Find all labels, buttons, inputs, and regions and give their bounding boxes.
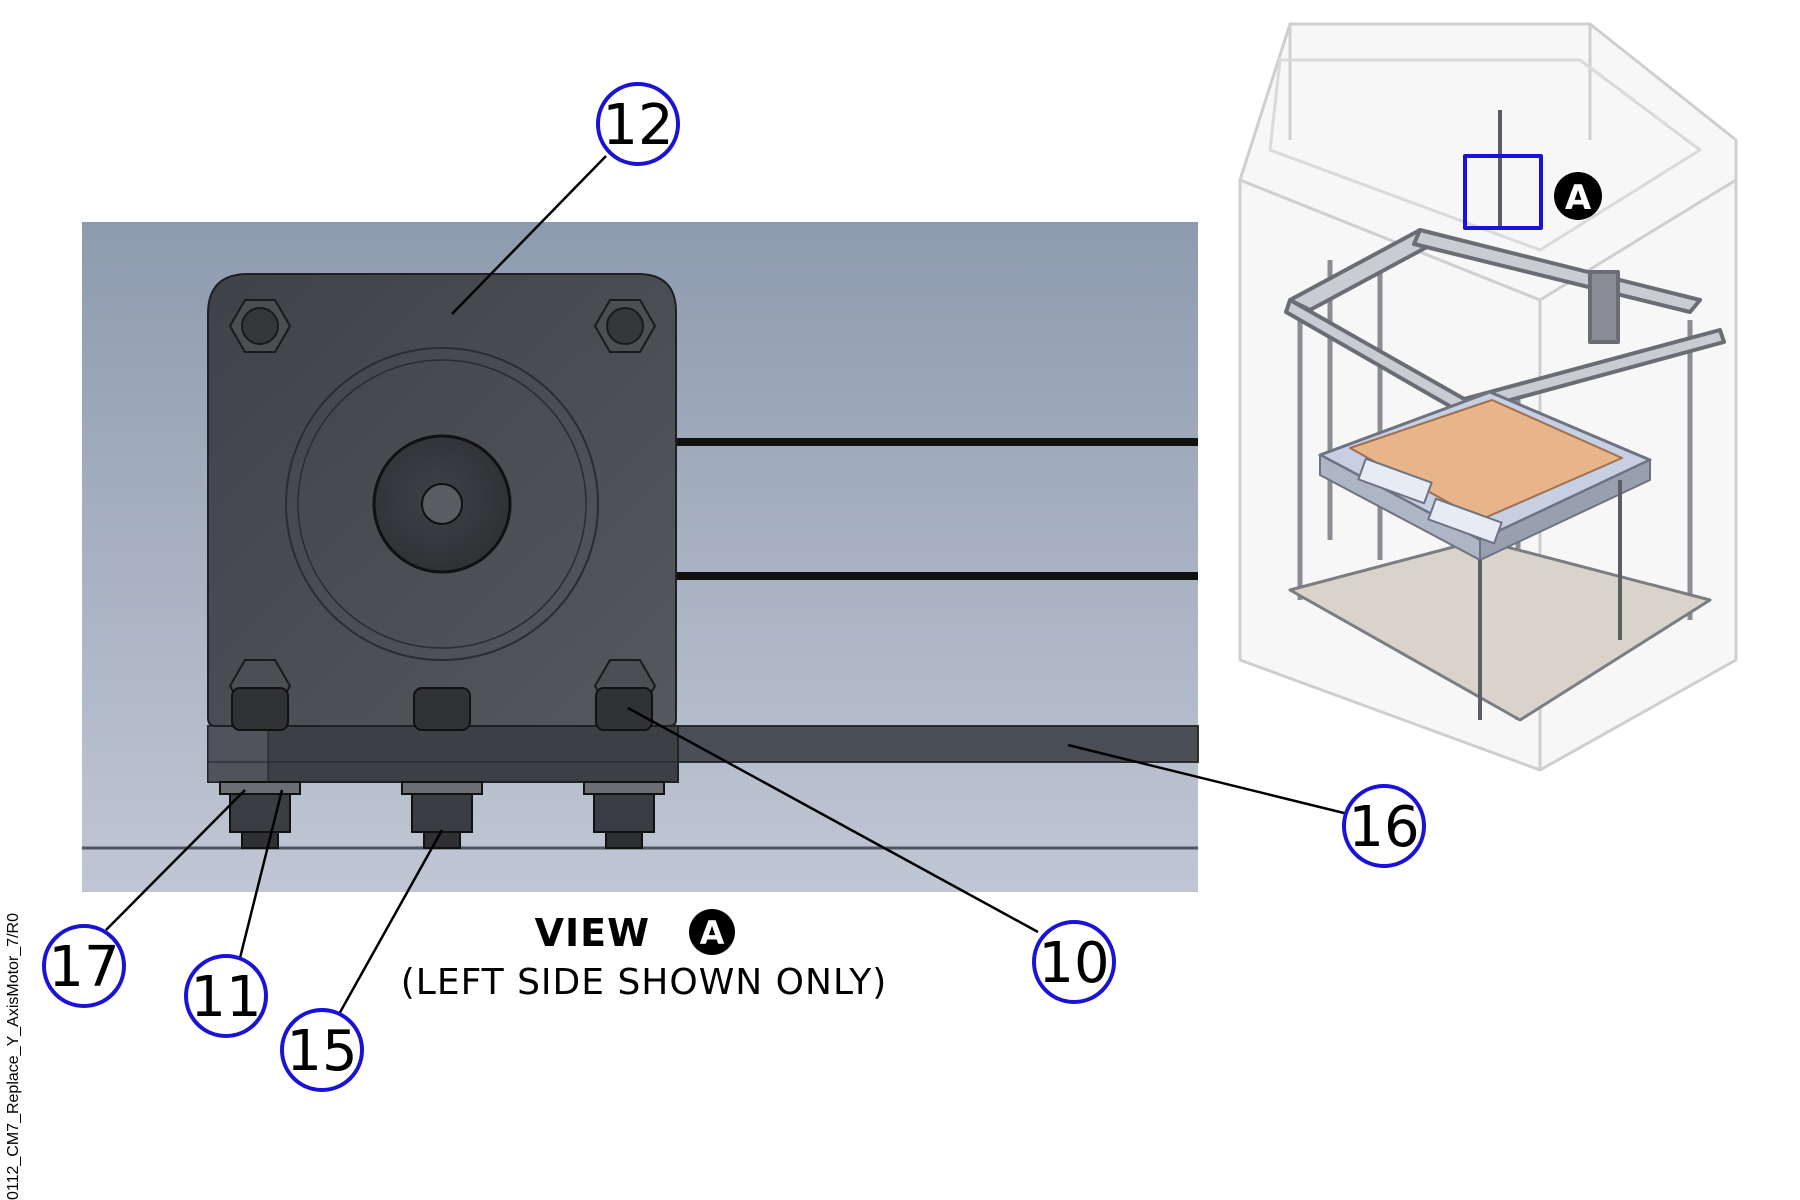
stepper-motor: [207, 273, 677, 731]
bolt-end-left: [241, 831, 279, 849]
motor-boss-inner: [297, 359, 587, 649]
view-subtitle: (LEFT SIDE SHOWN ONLY): [401, 962, 888, 1003]
balloon-12-label: 12: [602, 93, 673, 158]
balloon-11: 11: [184, 954, 268, 1038]
base-floor: [1288, 538, 1712, 722]
bolt-end-right: [605, 831, 643, 849]
view-marker: A: [700, 914, 725, 952]
leader-15: [336, 829, 444, 1017]
leader-16: [1067, 743, 1349, 816]
washer-left: [219, 781, 301, 795]
balloon-12: 12: [596, 82, 680, 166]
spacer-right: [595, 687, 653, 731]
spacer-middle: [413, 687, 471, 731]
overview-marker: A: [1565, 178, 1592, 218]
washer-right: [583, 781, 665, 795]
nut-right: [593, 793, 655, 833]
leader-10: [627, 706, 1039, 934]
bolt-end-middle: [423, 831, 461, 849]
balloon-17: 17: [42, 924, 126, 1008]
balloon-11-label: 11: [190, 965, 261, 1030]
spacer-left: [231, 687, 289, 731]
nut-left: [229, 793, 291, 833]
washer-middle: [401, 781, 483, 795]
z-rods: [1478, 110, 1622, 720]
motor-shaft: [421, 483, 463, 525]
leader-11: [238, 789, 284, 959]
leader-lines: [105, 155, 1349, 1017]
view-title: VIEW: [535, 911, 650, 955]
drive-belt: [446, 438, 1198, 580]
balloon-16: 16: [1342, 784, 1426, 868]
view-a-callout-box: [1463, 154, 1543, 230]
leader-12: [451, 155, 607, 315]
view-marker-circle: [689, 909, 735, 955]
balloon-17-label: 17: [48, 935, 119, 1000]
balloon-15-label: 15: [286, 1019, 357, 1084]
printer-overview: A: [1238, 22, 1738, 772]
balloon-16-label: 16: [1348, 795, 1419, 860]
motor-boss-outer: [285, 347, 599, 661]
balloons: 12 16 10 17 11 15: [42, 82, 1426, 1092]
motor-plate: [207, 725, 679, 783]
nut-middle: [411, 793, 473, 833]
top-left-bolt: [228, 299, 292, 353]
document-id: 0112_CM7_Replace_Y_AxisMotor_7/R0: [5, 913, 22, 1200]
bottom-hardware: [219, 781, 665, 849]
view-caption: VIEW A (LEFT SIDE SHOWN ONLY): [401, 909, 888, 1003]
top-right-bolt: [593, 299, 657, 353]
gantry: [1284, 228, 1726, 414]
balloon-10-label: 10: [1038, 931, 1109, 996]
detail-view-a: [82, 222, 1199, 892]
bed-carriage: [1318, 390, 1652, 561]
leader-17: [105, 789, 246, 931]
overview-marker-circle: [1554, 172, 1602, 220]
balloon-15: 15: [280, 1008, 364, 1092]
balloon-10: 10: [1032, 920, 1116, 1004]
